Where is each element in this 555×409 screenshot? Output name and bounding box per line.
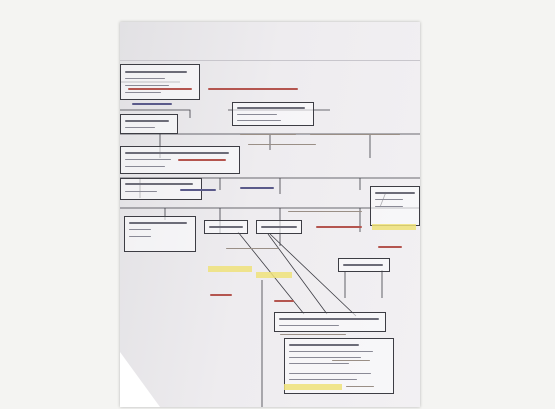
name-box [274, 312, 386, 332]
handwritten-note [240, 134, 296, 135]
highlighter-mark [372, 224, 416, 230]
name-box [284, 338, 394, 394]
name-box [120, 114, 178, 134]
name-box [124, 216, 196, 252]
highlighter-mark [284, 384, 342, 390]
name-box [232, 102, 314, 126]
handwritten-note [226, 248, 278, 249]
name-box [256, 220, 302, 234]
highlighter-mark [256, 272, 292, 278]
name-box [120, 178, 202, 200]
name-box [120, 64, 200, 100]
handwritten-note [346, 386, 374, 387]
handwritten-note [128, 88, 192, 90]
handwritten-note [280, 334, 346, 335]
handwritten-note [178, 159, 226, 161]
handwritten-note [210, 294, 232, 296]
handwritten-note [378, 246, 402, 248]
handwritten-note [180, 189, 216, 191]
handwritten-note [248, 144, 316, 145]
handwritten-note [274, 300, 294, 302]
name-box [204, 220, 248, 234]
handwritten-note [208, 88, 298, 90]
paper-top-edge [120, 60, 420, 61]
highlighter-mark [208, 266, 252, 272]
handwritten-note [332, 360, 370, 361]
name-box [338, 258, 390, 272]
handwritten-note [310, 134, 400, 135]
name-box [370, 186, 420, 226]
handwritten-note [288, 211, 362, 212]
handwritten-note [316, 226, 362, 228]
handwritten-note [132, 103, 172, 105]
handwritten-note [240, 187, 274, 189]
family-tree-photo [120, 22, 420, 407]
